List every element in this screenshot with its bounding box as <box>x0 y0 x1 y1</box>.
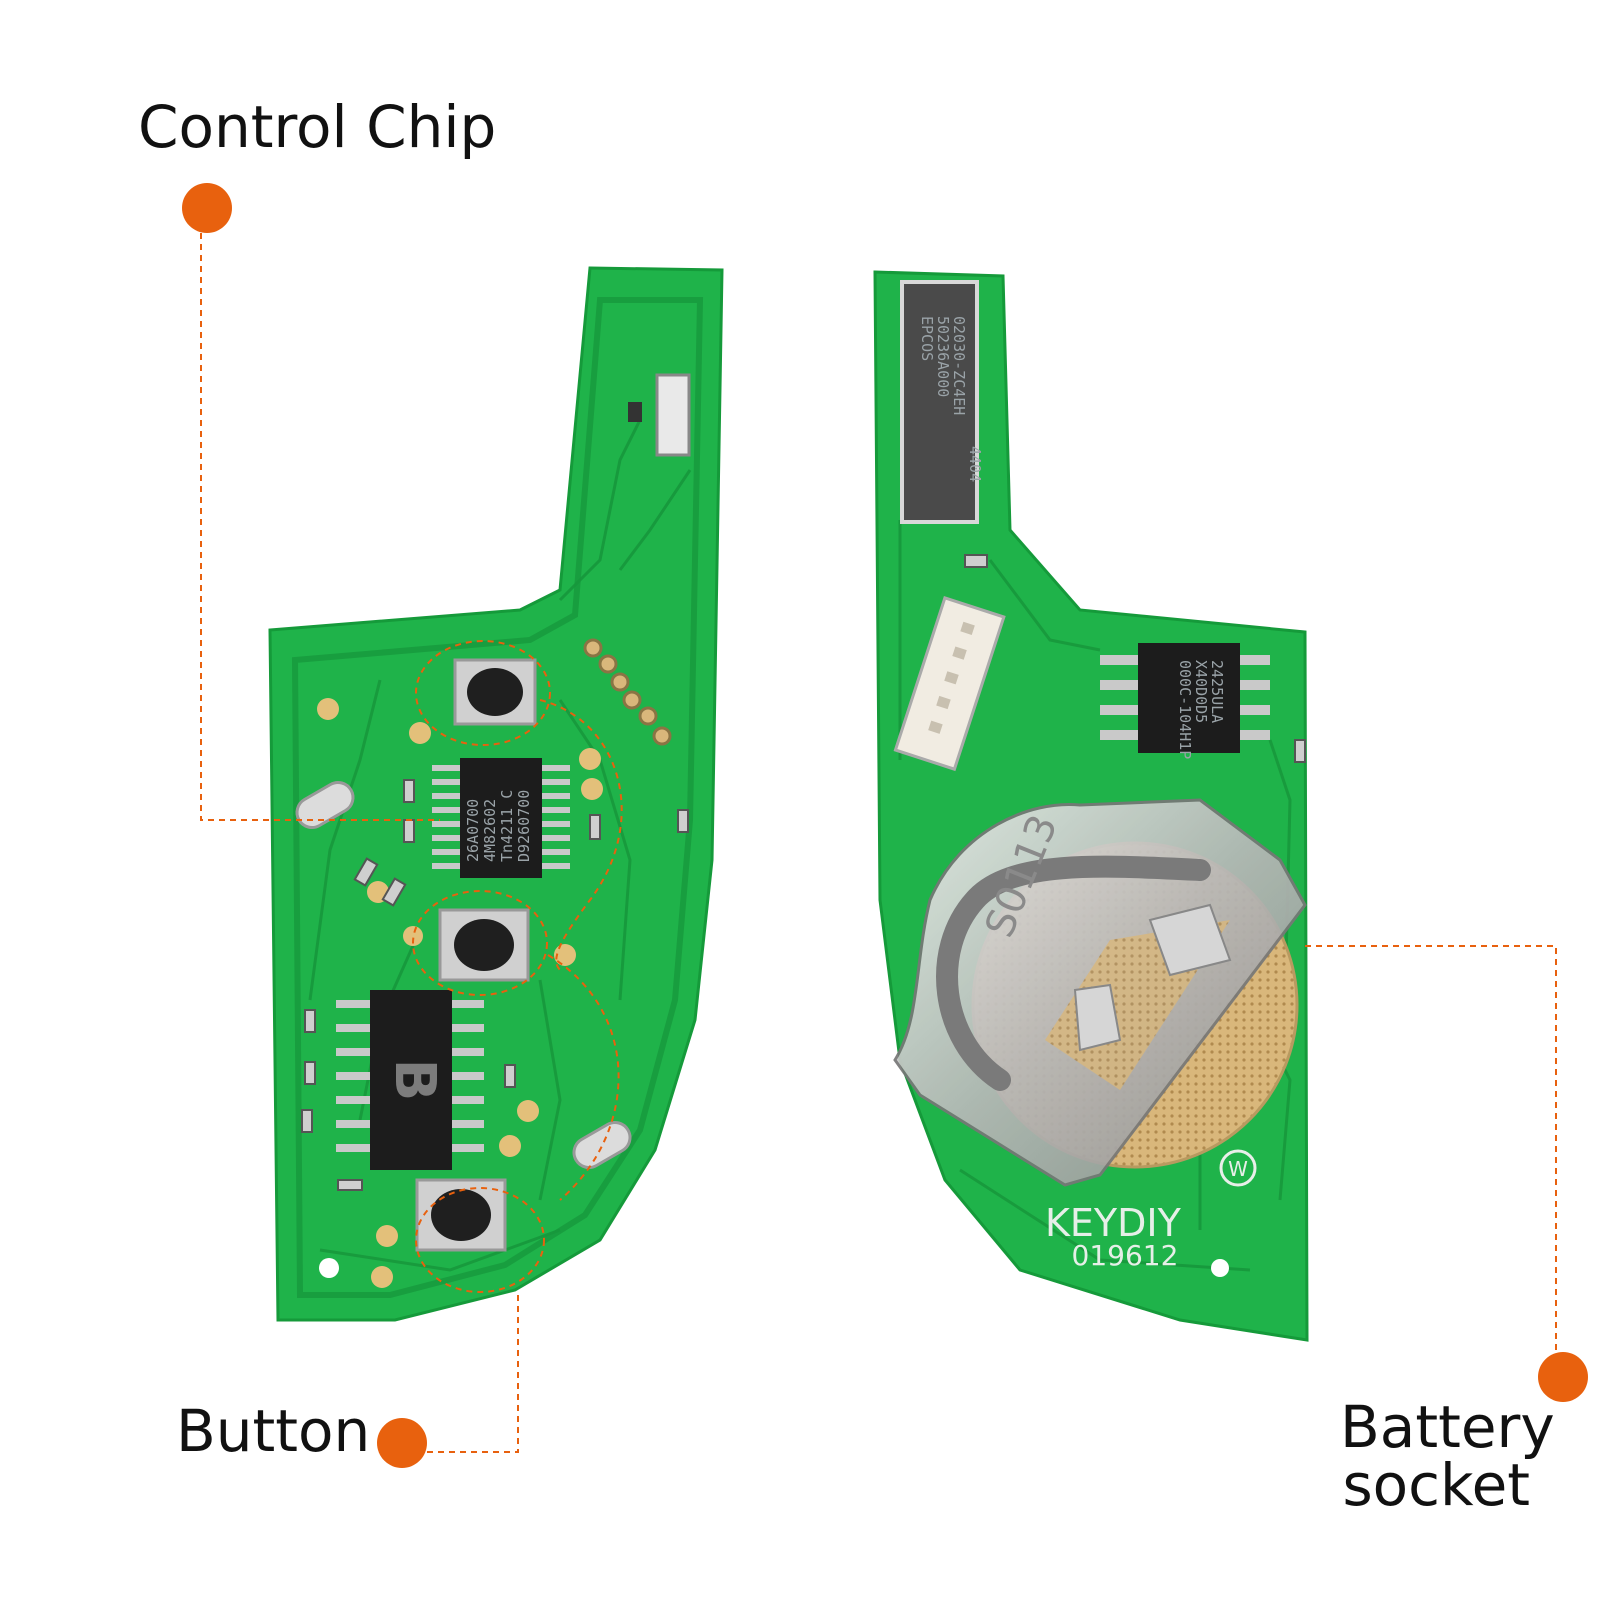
w-mark: W <box>1228 1157 1248 1181</box>
chip-marking-line-3: Tn4211 C <box>498 790 516 862</box>
tact-switch-middle <box>438 908 530 982</box>
battery-socket-marker <box>1538 1352 1588 1402</box>
button-label: Button <box>176 1397 371 1465</box>
battery-label-line-2: socket <box>1342 1451 1530 1519</box>
battery-socket: S0113 <box>893 798 1307 1187</box>
button-marker <box>377 1418 427 1468</box>
small-chip-line-1: 000C-104H1P <box>1176 660 1194 759</box>
board-serial: 019612 <box>1072 1239 1179 1272</box>
tact-switch-bottom <box>415 1178 507 1252</box>
small-chip-line-2: X40D0D5 <box>1192 660 1210 723</box>
keydiy-logo: KEYDIY <box>1045 1201 1182 1245</box>
b-chip: B <box>336 990 484 1170</box>
control-chip-label: Control Chip <box>138 93 497 161</box>
epcos-line-2: 50236A000 <box>934 316 952 397</box>
battery-socket-label: Battery socket <box>1340 1393 1555 1519</box>
chip-marking-line-2: 4M82602 <box>481 799 499 862</box>
battery-label-line-1: Battery <box>1340 1393 1555 1461</box>
epcos-line-3: 02030-ZC4EH <box>950 316 968 415</box>
epcos-line-1: EPCOS <box>918 316 936 361</box>
chip-letter-b: B <box>382 1059 447 1102</box>
epcos-saw-filter: EPCOS 50236A000 02030-ZC4EH 4404 <box>900 280 984 524</box>
left-pcb-board: 26A0700 4M82602 Tn4211 C D9260700 B <box>268 266 724 1322</box>
control-chip: 26A0700 4M82602 Tn4211 C D9260700 <box>432 758 570 878</box>
epcos-line-4: 4404 <box>966 446 984 482</box>
chip-marking-line-4: D9260700 <box>515 790 533 862</box>
control-chip-marker <box>182 183 232 233</box>
white-connector <box>893 595 1006 772</box>
small-chip-line-3: 2425ULA <box>1208 660 1226 723</box>
chip-marking-line-1: 26A0700 <box>464 799 482 862</box>
eeprom-chip: 000C-104H1P X40D0D5 2425ULA <box>1100 643 1270 759</box>
tact-switch-top <box>453 658 537 726</box>
callout-leaders <box>182 183 1588 1468</box>
right-pcb-board: EPCOS 50236A000 02030-ZC4EH 4404 <box>873 270 1309 1342</box>
